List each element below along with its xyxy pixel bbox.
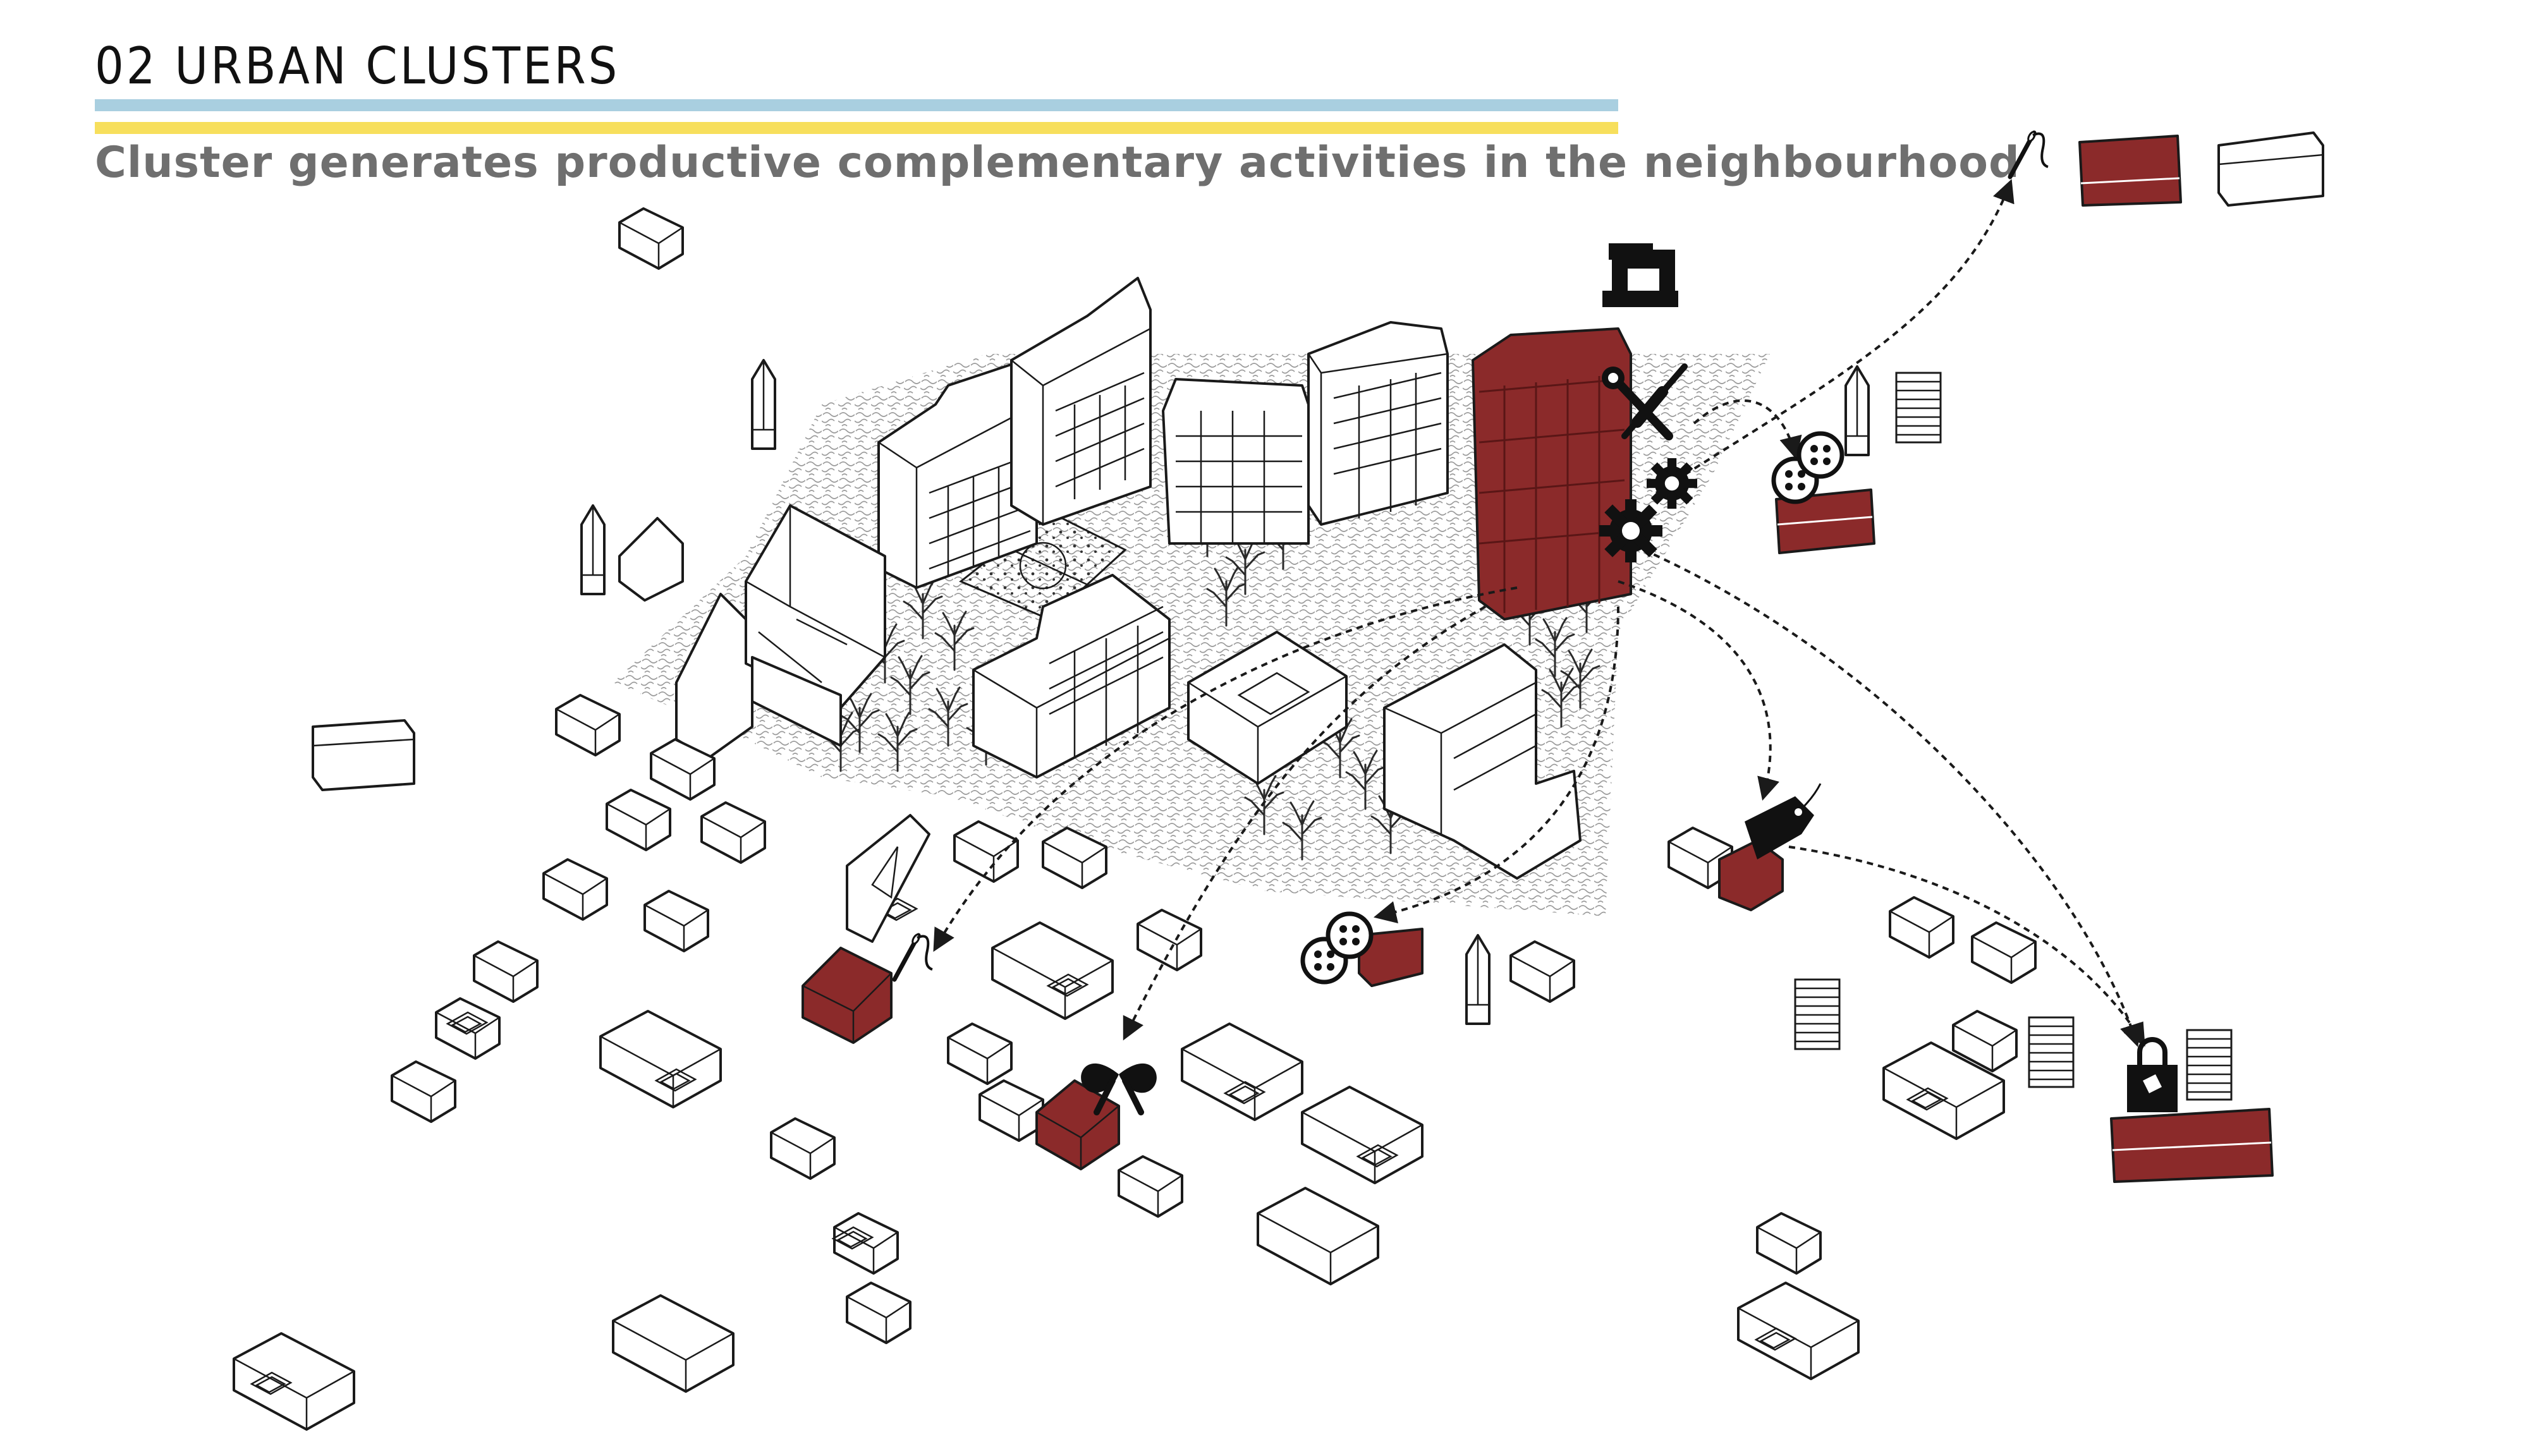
- title-rule-blue: [95, 99, 1618, 111]
- red-workshop-needle-top: [2078, 135, 2182, 207]
- red-workshop-buttons-right: [1775, 488, 1875, 554]
- elongated-houses: [312, 131, 2324, 943]
- courtyard-block: [1187, 631, 1348, 785]
- mid-building-1: [1162, 378, 1310, 545]
- page-subtitle: Cluster generates productive complementa…: [95, 138, 2020, 188]
- needle-thread-icon: [894, 933, 932, 980]
- productive-red-tower: [1472, 327, 1632, 621]
- block-building-1: [972, 574, 1171, 779]
- red-workshop-buttons: [1358, 928, 1424, 987]
- stair-blocks: [1794, 372, 2233, 1101]
- pen-towers: [580, 359, 1870, 1025]
- red-workshop-bag: [2110, 1108, 2274, 1183]
- buttons-icon: [1774, 434, 1842, 502]
- mid-building-2: [1307, 321, 1449, 526]
- price-tag-icon: [1745, 783, 1822, 859]
- sewing-machine-icon: [1602, 243, 1678, 307]
- tall-building-2: [1010, 277, 1152, 526]
- needle-thread-icon-top: [2010, 131, 2048, 177]
- l-block-building: [1383, 643, 1582, 880]
- shopping-bag-icon: [2127, 1037, 2178, 1112]
- activity-flows: [933, 179, 2145, 1047]
- stacked-cube-building: [675, 504, 886, 760]
- title-rule-yellow: [95, 122, 1618, 134]
- tools-icon: [1602, 363, 1688, 440]
- bow-icon: [1081, 1063, 1157, 1115]
- page-title: 02 URBAN CLUSTERS: [95, 37, 620, 95]
- red-workshop-needle-left: [802, 947, 893, 1044]
